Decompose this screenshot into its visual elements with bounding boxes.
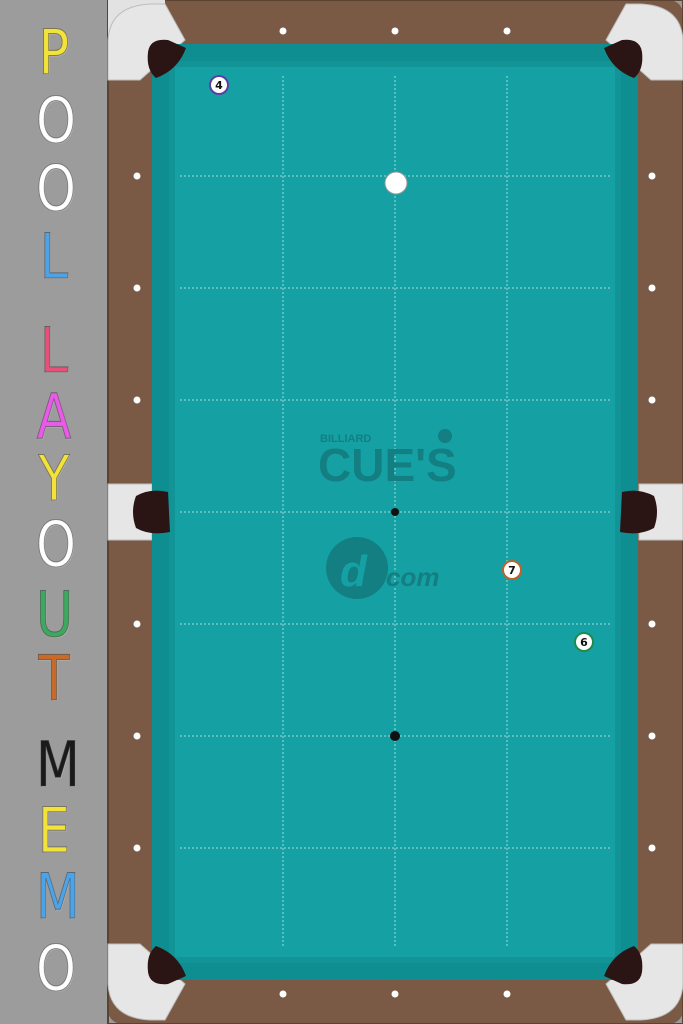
rail-diamond <box>133 844 141 852</box>
logo-dcom-mark: d <box>340 547 368 596</box>
ball-number-label: 4 <box>215 79 223 92</box>
rail-diamond <box>648 172 656 180</box>
logo-big-text: CUE'S <box>318 439 457 491</box>
rail-diamond <box>133 396 141 404</box>
rail-diamond <box>391 27 399 35</box>
center-spot <box>391 508 399 516</box>
balls: 4 7 6 <box>209 75 594 652</box>
rail-diamond <box>133 172 141 180</box>
title-letter: O <box>35 932 77 1005</box>
ball-6[interactable]: 6 <box>574 632 594 652</box>
ball-4[interactable]: 4 <box>209 75 229 95</box>
title-letter: A <box>36 380 72 453</box>
pocket-top-left <box>147 39 186 78</box>
title-letter: O <box>35 508 77 581</box>
title-letter: L <box>39 314 69 387</box>
ball-7[interactable]: 7 <box>502 560 522 580</box>
rail-diamond <box>503 990 511 998</box>
rail-diamond <box>133 620 141 628</box>
title-letter: U <box>35 578 74 651</box>
rail-diamonds <box>133 27 656 998</box>
rail-diamond <box>648 396 656 404</box>
pocket-middle-right <box>620 490 657 534</box>
logo-ball-icon <box>438 429 452 443</box>
pocket-bottom-right <box>604 946 643 985</box>
logo-dcom-circle <box>326 537 388 599</box>
logo-dcom-text: com <box>386 562 439 592</box>
title-letter: O <box>35 152 77 225</box>
title-letter: Y <box>38 442 70 515</box>
rail-diamond <box>133 732 141 740</box>
foot-spot <box>390 731 400 741</box>
rail-diamond <box>133 284 141 292</box>
title-letter: P <box>38 16 70 89</box>
title-letter: L <box>39 220 69 293</box>
pocket-top-right <box>604 39 643 78</box>
rail-diamond <box>648 284 656 292</box>
rail-diamond <box>648 732 656 740</box>
pockets <box>133 39 657 985</box>
ball-number-label: 6 <box>580 636 588 649</box>
rail-diamond <box>648 844 656 852</box>
pocket-middle-left <box>133 490 170 534</box>
title-letter: O <box>35 84 77 157</box>
ball-number-label: 7 <box>508 564 516 577</box>
rail-diamond <box>391 990 399 998</box>
rail-diamond <box>648 620 656 628</box>
title-letter: E <box>37 794 71 867</box>
cue-ball[interactable] <box>384 171 408 195</box>
title-letter: T <box>38 642 70 715</box>
rail-diamond <box>279 990 287 998</box>
table-logo: BILLIARD CUE'S d com <box>318 429 457 599</box>
pocket-bottom-left <box>147 946 186 985</box>
logo-small-text: BILLIARD <box>320 433 371 445</box>
rail-diamond <box>279 27 287 35</box>
rail-diamond <box>503 27 511 35</box>
